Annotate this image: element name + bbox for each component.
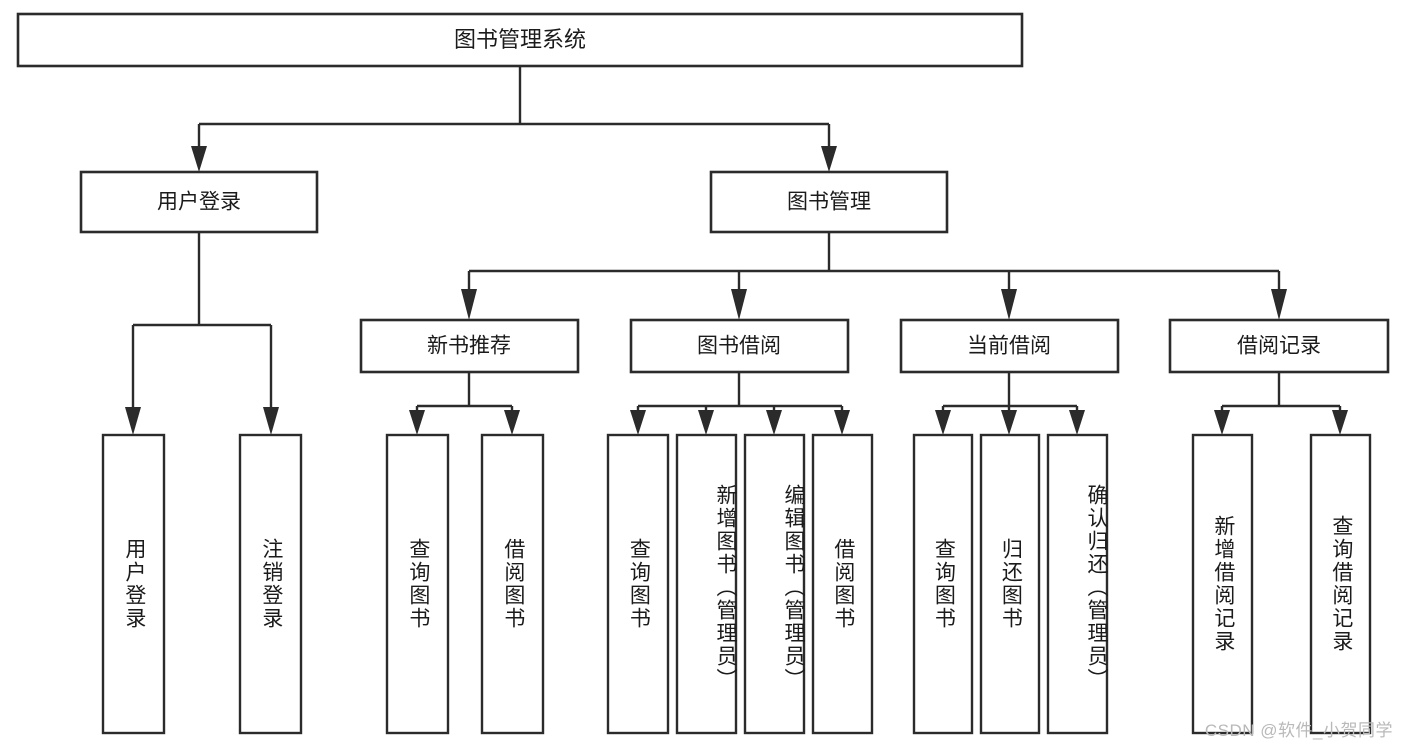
arrow-book-mgmt-to-borrow <box>731 289 747 320</box>
node-book-borrow[interactable]: 图书借阅 <box>629 318 850 374</box>
leaf-box-layer <box>101 433 1372 735</box>
arrow-current-leaf-1 <box>935 410 951 435</box>
arrow-current-leaf-3 <box>1069 410 1085 435</box>
node-book-management[interactable]: 图书管理 <box>709 170 949 234</box>
arrow-record-leaf-1 <box>1214 410 1230 435</box>
node-user-login[interactable]: 用户登录 <box>79 170 319 234</box>
node-current-borrow-label: 当前借阅 <box>967 335 1051 358</box>
node-book-management-box[interactable] <box>709 170 949 234</box>
node-book-borrow-box[interactable] <box>629 318 850 374</box>
node-root-label: 图书管理系统 <box>454 27 586 52</box>
leaf-box-borrow-2[interactable] <box>675 433 738 735</box>
arrow-root-to-user-login <box>191 146 207 172</box>
leaf-box-user-login-2[interactable] <box>238 433 303 735</box>
arrow-user-login-leaf-2 <box>263 407 279 435</box>
arrow-current-leaf-2 <box>1001 410 1017 435</box>
node-user-login-box[interactable] <box>79 170 319 234</box>
node-root-box[interactable] <box>16 12 1024 68</box>
node-current-borrow[interactable]: 当前借阅 <box>899 318 1120 374</box>
leaf-box-record-1[interactable] <box>1191 433 1254 735</box>
arrow-record-leaf-2 <box>1332 410 1348 435</box>
node-new-book-recommend[interactable]: 新书推荐 <box>359 318 580 374</box>
node-book-borrow-label: 图书借阅 <box>697 335 781 358</box>
node-borrow-record-box[interactable] <box>1168 318 1390 374</box>
arrow-borrow-leaf-4 <box>834 410 850 435</box>
leaf-box-current-3[interactable] <box>1046 433 1109 735</box>
connector-layer <box>125 66 1348 435</box>
node-root[interactable]: 图书管理系统 <box>16 12 1024 68</box>
arrow-borrow-leaf-2 <box>698 410 714 435</box>
leaf-box-record-2[interactable] <box>1309 433 1372 735</box>
node-new-book-recommend-label: 新书推荐 <box>427 335 511 358</box>
arrow-book-mgmt-to-record <box>1271 289 1287 320</box>
node-new-book-recommend-box[interactable] <box>359 318 580 374</box>
arrow-new-book-leaf-2 <box>504 410 520 435</box>
arrow-user-login-leaf-1 <box>125 407 141 435</box>
node-borrow-record-label: 借阅记录 <box>1237 335 1321 358</box>
arrow-borrow-leaf-1 <box>630 410 646 435</box>
leaf-box-borrow-1[interactable] <box>606 433 670 735</box>
arrow-book-mgmt-to-current <box>1001 289 1017 320</box>
leaf-box-current-2[interactable] <box>979 433 1041 735</box>
leaf-box-new-book-2[interactable] <box>480 433 545 735</box>
leaf-box-current-1[interactable] <box>912 433 974 735</box>
node-book-management-label: 图书管理 <box>787 191 871 214</box>
node-user-login-label: 用户登录 <box>157 191 241 214</box>
arrow-root-to-book-mgmt <box>821 146 837 172</box>
leaf-box-borrow-3[interactable] <box>743 433 806 735</box>
arrow-borrow-leaf-3 <box>766 410 782 435</box>
leaf-box-borrow-4[interactable] <box>811 433 874 735</box>
leaf-box-new-book-1[interactable] <box>385 433 450 735</box>
leaf-box-user-login-1[interactable] <box>101 433 166 735</box>
arrow-book-mgmt-to-new-book <box>461 289 477 320</box>
node-borrow-record[interactable]: 借阅记录 <box>1168 318 1390 374</box>
arrow-new-book-leaf-1 <box>409 410 425 435</box>
node-current-borrow-box[interactable] <box>899 318 1120 374</box>
